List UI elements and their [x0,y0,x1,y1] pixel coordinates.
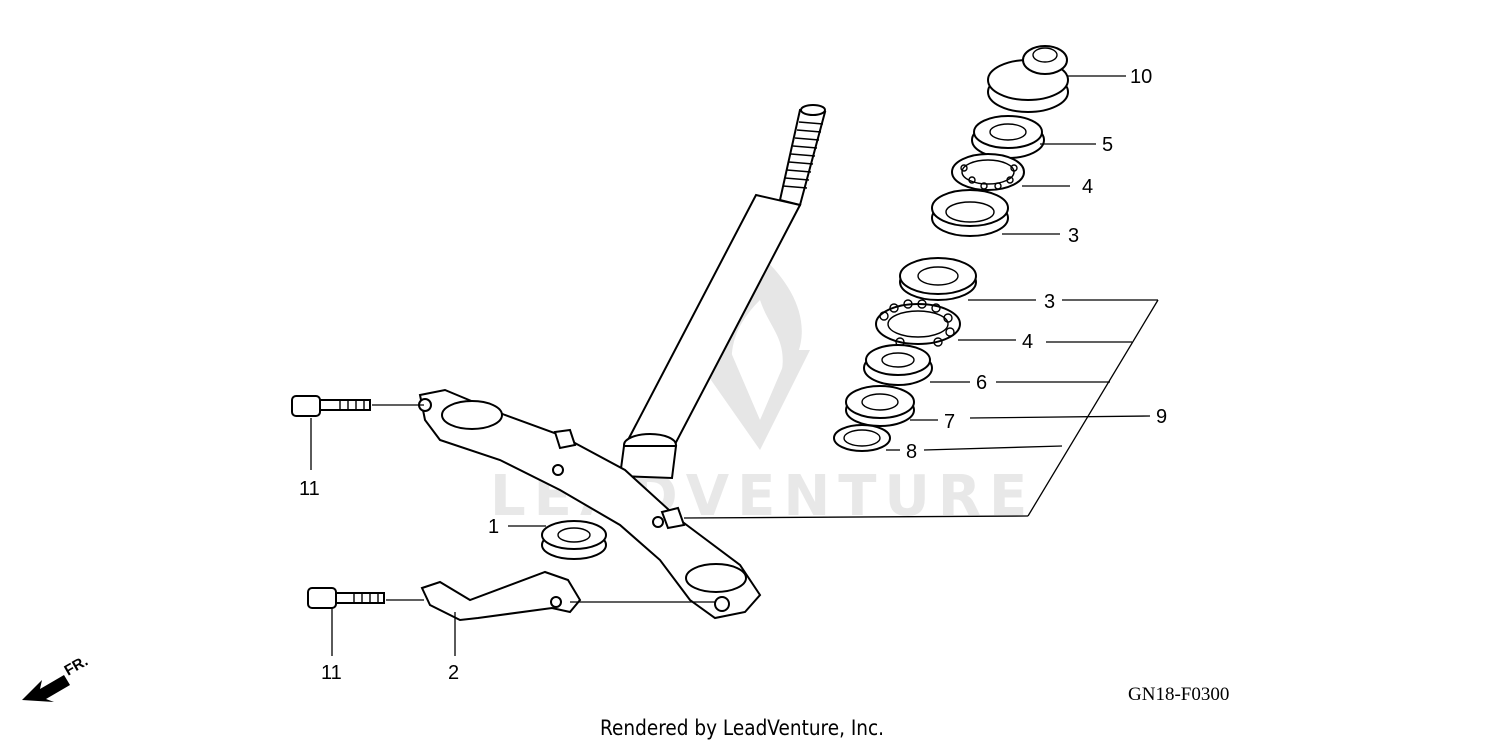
callout-3: 3 [1068,225,1079,247]
part-2-hose-clamp [420,570,582,622]
part-1-dust-seal [541,520,607,560]
part-10-adjusting-nut [987,45,1069,113]
part-3-bearing-cup-upper [931,189,1009,237]
callout-11: 11 [299,478,320,500]
part-8-washer [833,424,891,452]
render-credit: Rendered by LeadVenture, Inc. [600,716,885,740]
part-6-bearing-race-lower [863,344,933,386]
part-5-bearing-race [971,115,1045,159]
part-7-dust-seal [845,385,915,427]
callout-1: 1 [488,516,499,538]
callout-7: 7 [944,411,955,433]
front-arrow-label: FR. [62,653,91,680]
triple-clamp [418,388,762,620]
part-4-bearing-lower [875,299,961,347]
callout-4: 4 [1082,176,1093,198]
callout-5: 5 [1102,134,1113,156]
diagram-code: GN18-F0300 [1128,684,1230,705]
part-11-bolt-lower [307,587,385,609]
callout-3: 3 [1044,291,1055,313]
callout-4: 4 [1022,331,1033,353]
callout-11: 11 [321,662,342,684]
callout-2: 2 [448,662,459,684]
callout-9: 9 [1156,406,1167,428]
part-11-bolt-upper [291,395,371,417]
part-3-bearing-cup-lower [899,257,977,301]
callout-6: 6 [976,372,987,394]
steering-stem [618,104,827,480]
callout-10: 10 [1130,66,1152,88]
part-4-bearing-upper [951,153,1025,191]
front-arrow-icon: FR. [22,653,91,702]
callout-8: 8 [906,441,917,463]
watermark-v-icon [690,350,810,450]
leader-lines [310,75,1159,656]
